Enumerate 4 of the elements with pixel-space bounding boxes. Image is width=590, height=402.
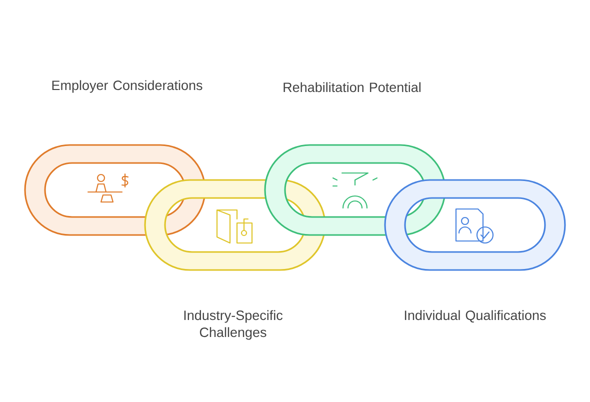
link-label: Individual Qualifications [404, 310, 546, 323]
link-label: Rehabilitation Potential [284, 82, 420, 92]
link-label: Industry-Specific Challenges [184, 310, 283, 340]
link-label: Employer Considerations [52, 80, 202, 93]
